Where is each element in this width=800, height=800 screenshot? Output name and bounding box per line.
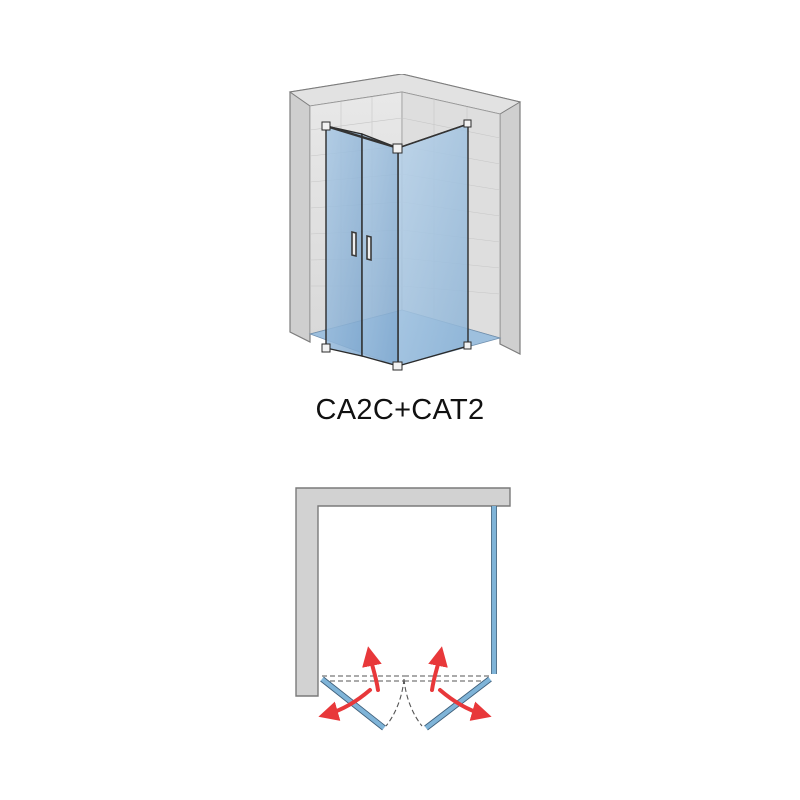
shower-plan-view xyxy=(295,487,511,731)
shower-enclosure-3d-view xyxy=(288,74,522,371)
top-rail xyxy=(325,124,399,150)
model-label: CA2C+CAT2 xyxy=(315,394,485,426)
curved-arrow-icon xyxy=(318,646,492,721)
corner-fittings xyxy=(321,119,472,371)
plan-wall xyxy=(295,487,511,697)
plan-closed-door-outline xyxy=(322,675,490,727)
door-handle-icon xyxy=(351,230,372,262)
side-fixed-glass-panel xyxy=(397,123,469,367)
